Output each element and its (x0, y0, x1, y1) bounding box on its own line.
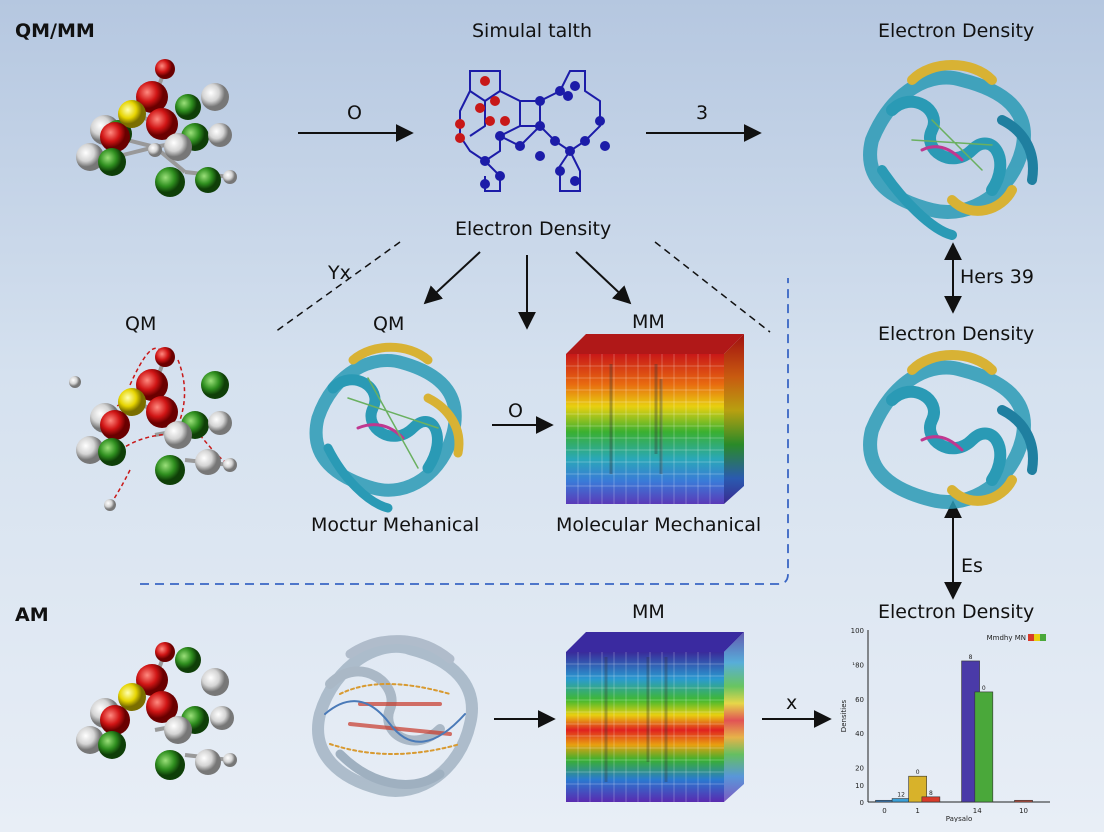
rainbow-cube-icon (566, 334, 746, 509)
molecule-am-icon (60, 640, 260, 800)
ring-network-icon (440, 66, 620, 201)
chart-x-tick: 14 (973, 807, 982, 815)
qm-left-label: QM (125, 315, 156, 334)
chart-y-tick: ¹80 (852, 661, 864, 669)
chart-y-tick: 0 (860, 799, 864, 807)
yx-label: Yx (328, 264, 351, 283)
protein-qm-icon (298, 338, 473, 513)
chart-data-label: 8 (969, 654, 973, 661)
chart-legend-label: Mmdhy MN (987, 634, 1026, 642)
chart-y-label: Densities (840, 699, 848, 732)
dashed-right (655, 242, 770, 332)
qmmm-title: QM/MM (15, 22, 95, 41)
electron-density-label-mid: Electron Density (878, 325, 1034, 344)
chart-bar (1015, 800, 1033, 802)
chart-x-tick: 1 (915, 807, 919, 815)
protein-ribbon-icon (852, 50, 1052, 240)
chart-legend-swatch (1028, 634, 1034, 641)
qm-center-label: QM (373, 315, 404, 334)
chart-y-tick: 10 (855, 782, 864, 790)
caption-moctur-mehanical: Moctur Mehanical (311, 516, 479, 535)
arrow-label-3: 3 (696, 104, 708, 123)
chart-y-tick: 40 (855, 730, 864, 738)
chart-bar (922, 797, 940, 802)
electron-density-label-top: Electron Density (878, 22, 1034, 41)
protein-ribbon-icon-2 (852, 345, 1052, 525)
chart-x-label: Paysalo (946, 815, 973, 822)
chart-y-tick: 100 (851, 627, 864, 635)
caption-molecular-mechanical: Molecular Mechanical (556, 516, 761, 535)
arrow-label-o: O (347, 104, 362, 123)
arrow-label-o-mid: O (508, 402, 523, 421)
arrow-fan-left (425, 252, 480, 303)
chart-data-label: 8 (929, 790, 933, 797)
chart-legend-swatch (1034, 634, 1040, 641)
am-title: AM (15, 606, 49, 625)
molecule-icon (60, 52, 260, 212)
simulation-title: Simulal talth (472, 22, 592, 41)
mm-center-label: MM (632, 313, 665, 332)
molecule-qm-icon (60, 340, 260, 520)
arrow-fan-right (576, 252, 630, 303)
chart-data-label: 0 (916, 769, 920, 776)
rainbow-cube-icon-2 (566, 632, 746, 807)
chart-data-label: 12 (897, 792, 905, 799)
hers-label: Hers 39 (960, 268, 1034, 287)
chart-y-tick: 20 (855, 765, 864, 773)
chart-legend-swatch (1040, 634, 1046, 641)
chart-x-tick: 10 (1019, 807, 1028, 815)
chart-bar (876, 800, 894, 802)
chart-data-label: 0 (982, 685, 986, 692)
chart-y-tick: 60 (855, 696, 864, 704)
arrow-label-x: x (786, 694, 797, 713)
chart-x-tick: 0 (882, 807, 886, 815)
chart-bar (975, 692, 993, 802)
electron-density-label-center: Electron Density (455, 220, 611, 239)
electron-density-label-bottom: Electron Density (878, 603, 1034, 622)
chart-bar (892, 799, 910, 802)
es-label: Es (961, 557, 983, 576)
mm-bottom-label: MM (632, 603, 665, 622)
protein-am-icon (300, 624, 490, 809)
